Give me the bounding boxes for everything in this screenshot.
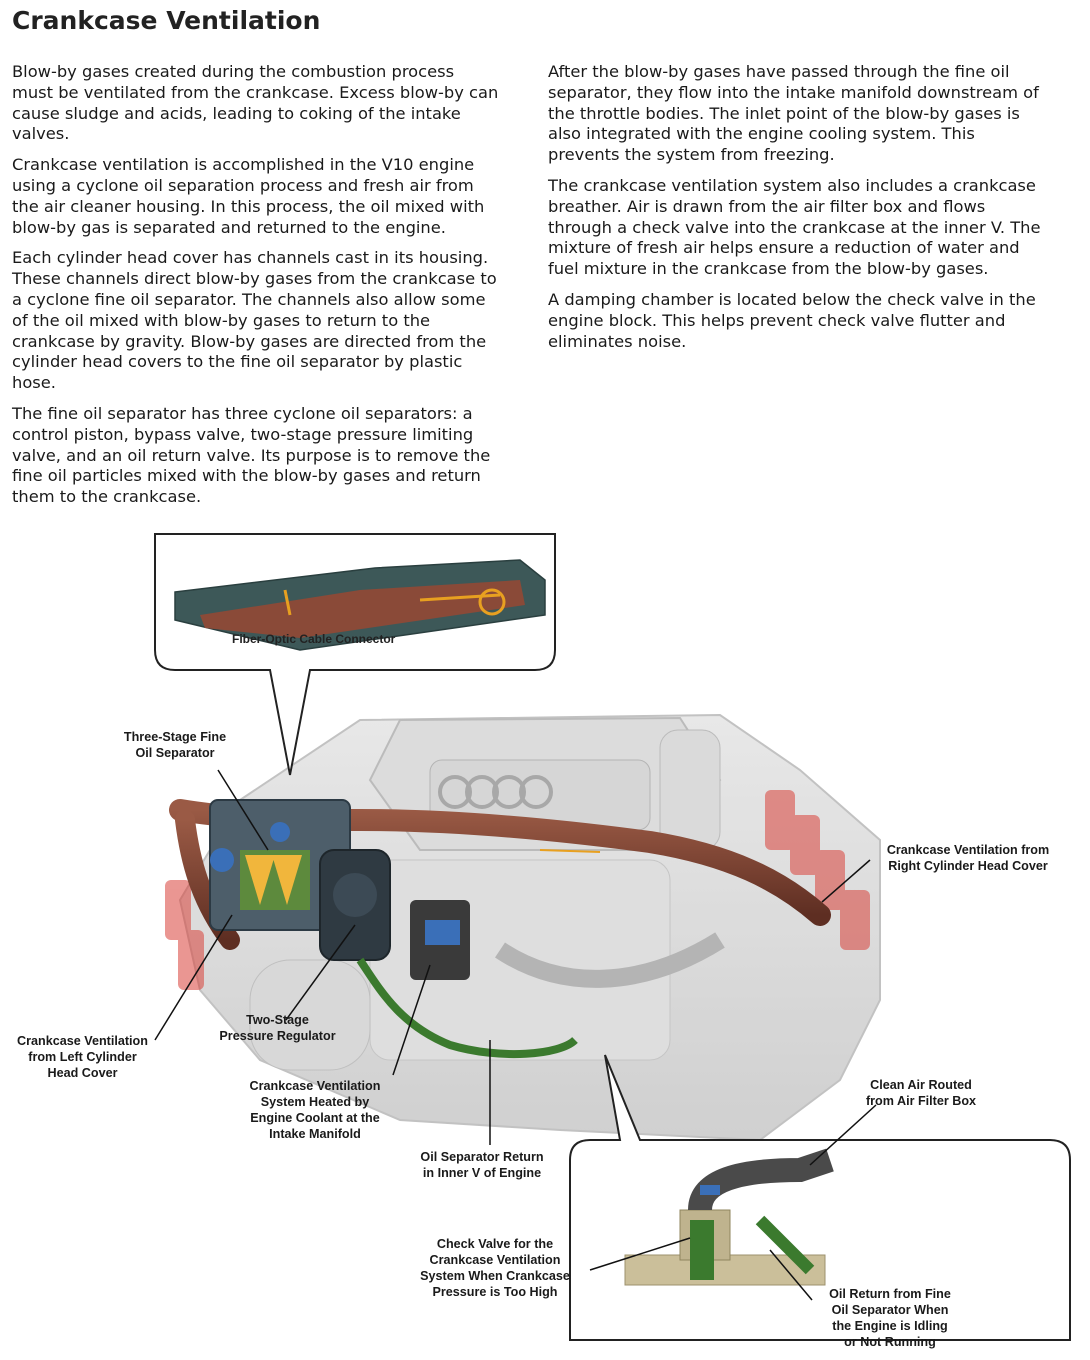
oil-return-idle-label: Oil Return from Fine Oil Separator When … <box>829 1287 951 1349</box>
paragraph: A damping chamber is located below the c… <box>548 289 1036 351</box>
three-stage-separator-label: Three-Stage Fine Oil Separator <box>123 730 227 760</box>
cylinder-head-cover-inset <box>154 533 556 776</box>
fiber-optic-connector-label: Fiber-Optic Cable Connector <box>232 632 396 646</box>
engine-diagram <box>154 533 1071 1341</box>
ignition-coils-left <box>165 880 204 990</box>
ignition-coils-right <box>765 790 870 950</box>
oil-return-hose <box>356 957 578 1059</box>
paragraph: The fine oil separator has three cyclone… <box>12 403 491 507</box>
audi-rings-logo <box>438 775 553 809</box>
page-title: Crankcase Ventilation <box>12 6 321 35</box>
check-valve-inset <box>569 1054 1071 1341</box>
coolant-heated-inlet <box>410 900 470 980</box>
left-text-column: Blow-by gases created during the combust… <box>12 62 500 518</box>
check-valve-label: Check Valve for the Crankcase Ventilatio… <box>420 1237 570 1299</box>
left-cover-label: Crankcase Ventilation from Left Cylinder… <box>17 1034 148 1080</box>
clean-air-label: Clean Air Routed from Air Filter Box <box>865 1078 977 1108</box>
right-text-column: After the blow-by gases have passed thro… <box>548 62 1043 362</box>
oil-return-inner-v-label: Oil Separator Return in Inner V of Engin… <box>420 1150 544 1180</box>
pressure-regulator <box>319 849 391 961</box>
paragraph: After the blow-by gases have passed thro… <box>548 62 1039 165</box>
heated-system-label: Crankcase Ventilation System Heated by E… <box>249 1079 381 1141</box>
right-cover-label: Crankcase Ventilation from Right Cylinde… <box>886 843 1050 873</box>
two-stage-regulator-label: Two-Stage Pressure Regulator <box>219 1013 336 1043</box>
paragraph: The crankcase ventilation system also in… <box>548 175 1041 279</box>
paragraph: Crankcase ventilation is accomplished in… <box>12 155 485 237</box>
paragraph: Blow-by gases created during the combust… <box>12 62 499 144</box>
leader-lines <box>154 769 877 1301</box>
paragraph: Each cylinder head cover has channels ca… <box>12 248 497 393</box>
